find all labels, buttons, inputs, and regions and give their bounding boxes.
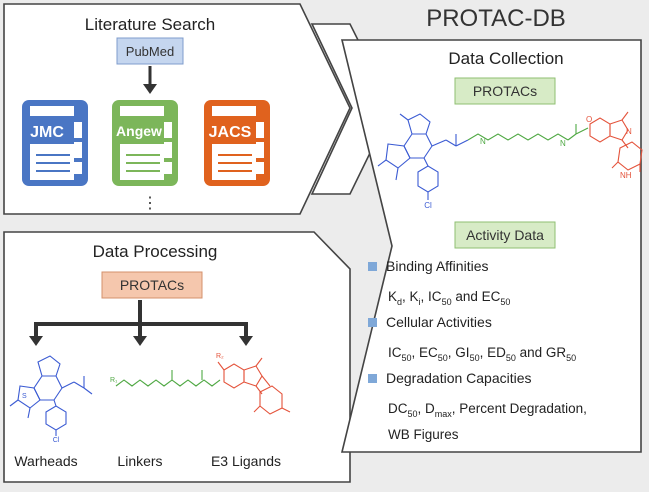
journal-angew-label: Angew <box>116 123 162 139</box>
pubmed-arrow-head <box>143 84 157 94</box>
activity-data-label: Activity Data <box>466 227 544 243</box>
degradation-capacities-detail-2: WB Figures <box>388 427 459 442</box>
collection-protacs-box <box>454 77 556 105</box>
component-linkers-label: Linkers <box>117 453 162 469</box>
processing-protacs-label: PROTACs <box>120 277 184 293</box>
pubmed-box <box>116 37 184 65</box>
split-arrows <box>29 300 253 346</box>
molecule-imide-n-label: N <box>626 127 632 136</box>
flow-chevron <box>310 23 393 195</box>
e3-ligand-r-label: R₂ <box>216 353 224 360</box>
binding-affinities-label: Binding Affinities <box>386 258 488 274</box>
cellular-activities-detail: IC50, EC50, GI50, ED50 and GR50 <box>388 345 576 363</box>
collection-protacs-label: PROTACs <box>473 83 537 99</box>
molecule-amide-n1-label: N <box>480 137 486 146</box>
more-journals-ellipsis: ⋮ <box>142 195 158 212</box>
warhead-structure <box>9 355 93 436</box>
journal-angew-icon <box>112 100 178 186</box>
molecule-chlorine-label: Cl <box>424 201 432 210</box>
literature-search-panel: Literature Search PubMed JMC <box>3 3 351 215</box>
data-processing-panel: Data Processing PROTACs <box>3 231 351 483</box>
component-warheads-label: Warheads <box>14 453 77 469</box>
journal-jmc-label: JMC <box>30 124 64 141</box>
journal-jacs-label: JACS <box>209 124 252 141</box>
warhead-sulfur-label: S <box>22 393 27 400</box>
molecule-oxygen-label: O <box>586 115 592 124</box>
binding-bullet-icon <box>368 262 377 271</box>
diagram-title: PROTAC-DB <box>426 5 566 32</box>
protac-molecule-structure <box>377 111 643 200</box>
degradation-capacities-label: Degradation Capacities <box>386 370 532 386</box>
degradation-bullet-icon <box>368 374 377 383</box>
data-processing-heading: Data Processing <box>93 242 218 261</box>
data-collection-panel: Data Collection PROTACs <box>340 39 643 453</box>
warhead-chlorine-label: Cl <box>53 437 60 444</box>
e3-ligand-structure <box>217 357 291 415</box>
cellular-activities-label: Cellular Activities <box>386 314 492 330</box>
journal-jacs-icon <box>204 100 270 186</box>
linker-structure <box>115 370 221 387</box>
literature-search-heading: Literature Search <box>85 15 215 34</box>
linker-amine-label: R₁ <box>110 377 118 384</box>
activity-data-box <box>454 221 556 249</box>
data-collection-heading: Data Collection <box>448 49 563 68</box>
processing-protacs-box <box>101 271 203 299</box>
component-e3-ligands-label: E3 Ligands <box>211 453 281 469</box>
cellular-bullet-icon <box>368 318 377 327</box>
molecule-amide-n2-label: N <box>560 139 566 148</box>
journal-jmc-icon <box>22 100 88 186</box>
pubmed-label: PubMed <box>126 44 174 59</box>
molecule-nh-label: NH <box>620 171 632 180</box>
